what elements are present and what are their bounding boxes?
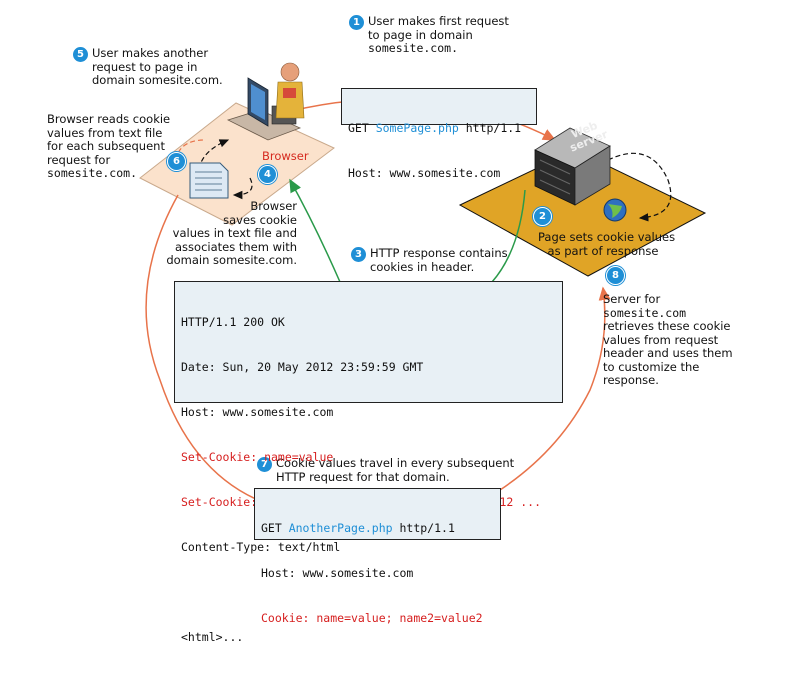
step-marker-6: 6 (167, 152, 186, 171)
step-6-line-2: values from text file (47, 125, 163, 140)
step-6-line-5: somesite.com. (47, 166, 138, 180)
step-8-note: Server for somesite.com retrieves these … (603, 292, 733, 388)
cookie-text-file-icon (189, 162, 229, 199)
step-4-line-1: Browser (250, 199, 297, 213)
request-2-page: AnotherPage.php (288, 521, 393, 535)
step-4-note: Browser saves cookie values in text file… (150, 199, 297, 268)
response-status: HTTP/1.1 200 OK (181, 315, 285, 329)
request-2-host: Host: www.somesite.com (261, 566, 414, 580)
step-1-line-1: User makes first request (368, 14, 509, 28)
response-set-cookie-1: Set-Cookie: name=value (181, 450, 334, 464)
return-arc-left (145, 194, 259, 501)
response-blank-line (181, 585, 556, 600)
step-4-line-5: domain somesite.com. (166, 253, 297, 267)
step-6-line-3: for each subsequent (47, 139, 165, 153)
request-1-version: http/1.1 (458, 121, 522, 135)
step-3-line-1: HTTP response contains (370, 246, 508, 260)
response-arc-right (491, 189, 526, 283)
request-1-page: SomePage.php (375, 121, 459, 135)
step-8-line-2: somesite.com (603, 305, 687, 320)
request-1-method: GET (348, 121, 376, 135)
step-7-badge: 7 (257, 457, 272, 472)
step-1-badge: 1 (349, 15, 364, 30)
step-5-line-1: User makes another (92, 46, 209, 60)
step-7-note: 7 Cookie values travel in every subseque… (257, 456, 515, 484)
step-4-line-2: saves cookie (223, 212, 297, 227)
browser-label: Browser (262, 149, 309, 163)
diagram-graphics (139, 62, 707, 501)
browser-loop-top (198, 139, 230, 186)
request-1-box: GET SomePage.php http/1.1 Host: www.some… (341, 88, 537, 180)
step-7-line-2: HTTP request for that domain. (276, 469, 450, 484)
step-5-badge: 5 (73, 47, 88, 62)
response-box: HTTP/1.1 200 OK Date: Sun, 20 May 2012 2… (174, 281, 563, 644)
step-3-line-2: cookies in header. (370, 259, 475, 274)
step-3-badge: 3 (351, 247, 366, 262)
response-date: Date: Sun, 20 May 2012 23:59:59 GMT (181, 360, 424, 374)
step-5-note: 5 User makes another request to page in … (73, 46, 223, 88)
step-5-line-2: request to page in (92, 59, 198, 74)
step-4-line-4: associates them with (175, 239, 297, 254)
step-8-line-7: response. (603, 373, 659, 387)
step-2-line-2: as part of response (547, 243, 659, 258)
step-6-line-1: Browser reads cookie (47, 112, 171, 126)
request-2-box: GET AnotherPage.php http/1.1 Host: www.s… (254, 488, 501, 625)
request-2-cookie: Cookie: name=value; name2=value2 (261, 611, 483, 625)
web-server-icon (534, 127, 627, 222)
step-8-line-4: values from request (603, 332, 719, 347)
response-html: <html>... (181, 630, 244, 644)
response-arc-left (289, 178, 341, 283)
step-6-line-4: request for (47, 152, 111, 167)
step-8-line-5: header and uses them (603, 346, 733, 360)
browser-loop-bottom (232, 177, 253, 200)
return-arc-right (499, 286, 611, 491)
request-1-line: GET SomePage.php http/1.1 (348, 121, 530, 136)
step-5-line-3: domain somesite.com. (92, 73, 223, 87)
step-1-line-3: somesite.com. (368, 41, 459, 55)
step-8-line-1: Server for (603, 292, 661, 306)
step-2-line-1: Page sets cookie values (538, 230, 676, 244)
step-8-line-3: retrieves these cookie (603, 319, 731, 333)
step-7-line-1: Cookie values travel in every subsequent (276, 456, 515, 470)
user-computer-icon (226, 62, 305, 141)
request-2-version: http/1.1 (392, 521, 455, 535)
step-marker-2: 2 (533, 207, 552, 226)
step-6-note: Browser reads cookie values from text fi… (47, 112, 171, 181)
step-marker-4: 4 (258, 165, 277, 184)
response-host: Host: www.somesite.com (181, 405, 334, 419)
step-1-line-2: to page in domain (368, 27, 473, 42)
step-3-note: 3 HTTP response contains cookies in head… (351, 246, 508, 274)
server-loop (607, 152, 672, 222)
request-2-method: GET (261, 521, 289, 535)
request-2-line: GET AnotherPage.php http/1.1 (261, 521, 494, 536)
request-1-host: Host: www.somesite.com (348, 166, 501, 180)
step-4-line-3: values in text file and (172, 226, 297, 240)
cookie-flow-diagram: Web server Browser 2 4 6 8 1 User makes … (47, 14, 733, 644)
step-2-note: Page sets cookie values as part of respo… (538, 230, 675, 258)
step-1-note: 1 User makes first request to page in do… (349, 14, 509, 56)
step-marker-8: 8 (606, 266, 625, 285)
step-8-line-6: to customize the (603, 359, 700, 374)
